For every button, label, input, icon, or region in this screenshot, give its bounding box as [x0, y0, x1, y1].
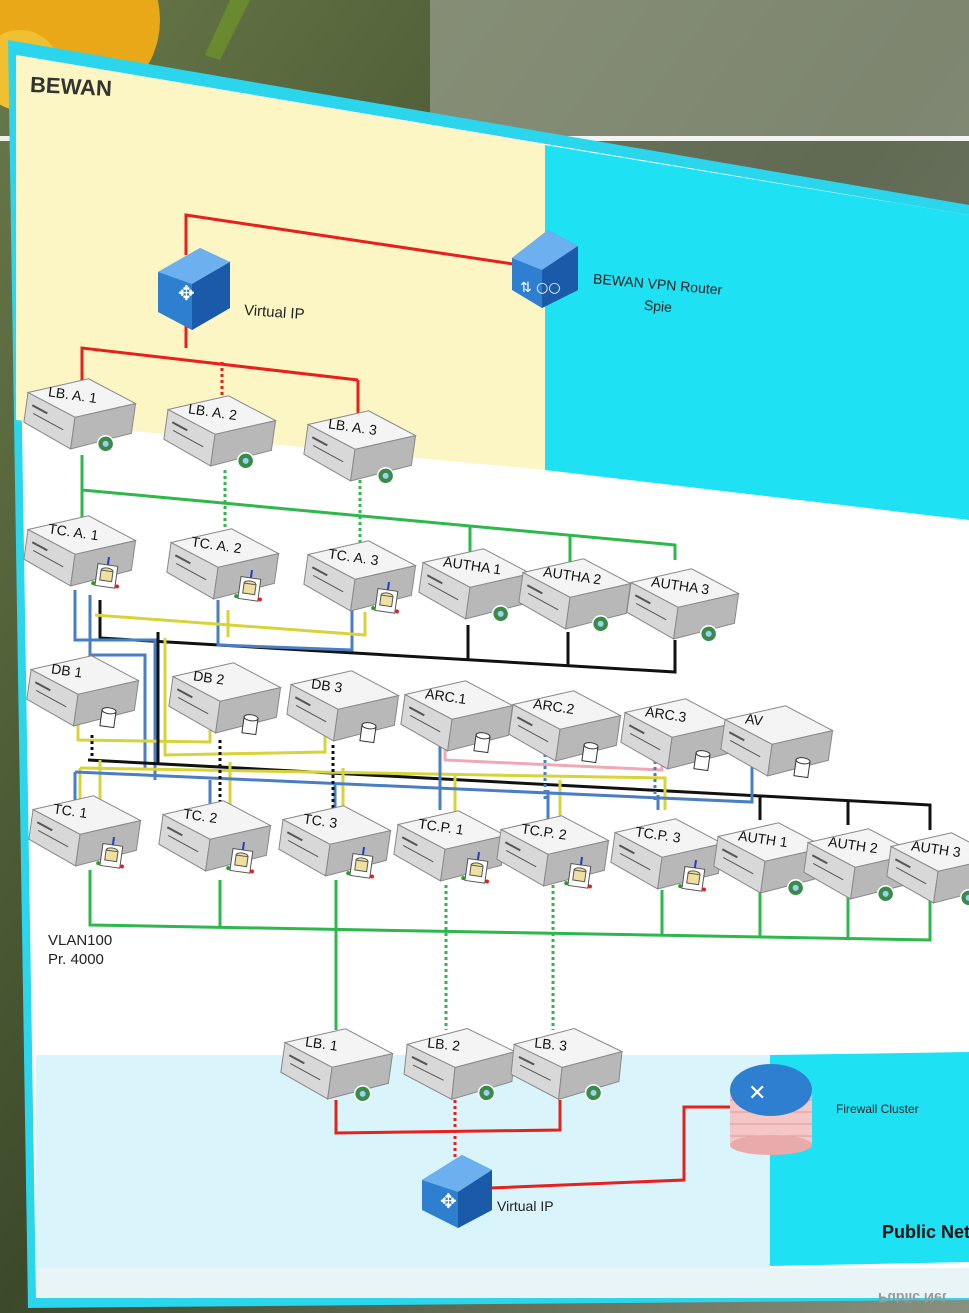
server-db3[interactable]: DB 3 [283, 663, 403, 758]
server-icon [403, 1028, 517, 1102]
server-autha1[interactable]: AUTHA 1 [415, 541, 535, 636]
server-lba3[interactable]: LB. A. 3 [300, 403, 420, 498]
virtual-ip-switch-bottom-icon: ✥ [422, 1155, 492, 1228]
server-tca3[interactable]: TC. A. 3 [300, 533, 420, 628]
server-lba1[interactable]: LB. A. 1 [20, 371, 140, 466]
server-icon [26, 655, 140, 729]
server-tcp1[interactable]: TC.P. 1 [390, 803, 510, 898]
public-net-label: Public Net [882, 1222, 969, 1242]
server-label: LB. 3 [533, 1034, 568, 1054]
server-icon [163, 395, 277, 470]
server-icon [23, 515, 137, 589]
server-icon [886, 832, 969, 907]
server-icon [303, 410, 417, 485]
server-icon [508, 690, 622, 764]
server-icon [168, 662, 282, 736]
firewall-cluster-icon: ✕ [730, 1064, 812, 1155]
server-icon [280, 1028, 394, 1103]
server-icon [720, 705, 834, 779]
diagram-title: BEWAN [29, 71, 113, 102]
server-arc1[interactable]: ARC.1 [397, 673, 517, 768]
server-icon [158, 800, 272, 874]
server-autha2[interactable]: AUTHA 2 [515, 551, 635, 646]
virtual-ip-switch-top-icon: ✥ [158, 248, 230, 330]
svg-text:✥: ✥ [440, 1189, 457, 1213]
server-autha3[interactable]: AUTHA 3 [623, 561, 743, 656]
server-label: AV [744, 710, 764, 729]
server-icon [496, 815, 610, 889]
vpn-router-label-line2: Spie [643, 296, 673, 316]
virtual-ip-bottom-label: Virtual IP [497, 1198, 554, 1214]
server-icon [286, 670, 400, 744]
server-lba2[interactable]: LB. A. 2 [160, 388, 280, 483]
server-lb1[interactable]: LB. 1 [277, 1021, 397, 1116]
server-icon [610, 818, 724, 892]
server-db2[interactable]: DB 2 [165, 655, 285, 750]
server-label: LB. 2 [426, 1034, 461, 1054]
vpn-router-icon: ⇅ ○○ [512, 230, 578, 308]
server-tc1[interactable]: TC. 1 [25, 788, 145, 883]
server-tcp2[interactable]: TC.P. 2 [493, 808, 613, 903]
server-arc3[interactable]: ARC.3 [617, 691, 737, 786]
reflection-strip [36, 1268, 969, 1298]
server-icon [278, 805, 392, 879]
public-net-reflection: Public Net [878, 1290, 947, 1306]
zone-cyan-top [545, 145, 969, 520]
server-av[interactable]: AV [717, 698, 837, 793]
server-icon [28, 795, 142, 869]
server-icon [400, 680, 514, 754]
server-icon [393, 810, 507, 884]
svg-text:✥: ✥ [178, 281, 195, 305]
zone-public-net [770, 1052, 969, 1266]
zone-bewan-yellow [16, 55, 545, 470]
server-tca2[interactable]: TC. A. 2 [163, 521, 283, 616]
vlan-label-line2: Pr. 4000 [48, 951, 104, 968]
server-tc3[interactable]: TC. 3 [275, 798, 395, 893]
vlan-label-line1: VLAN100 [48, 932, 113, 949]
zone-light-bottom [36, 1055, 770, 1285]
server-lb3[interactable]: LB. 3 [508, 1022, 626, 1113]
server-tc2[interactable]: TC. 2 [155, 793, 275, 888]
server-icon [510, 1028, 624, 1102]
server-lb2[interactable]: LB. 2 [401, 1022, 519, 1113]
server-auth3[interactable]: AUTH 3 [883, 825, 969, 920]
server-icon [23, 378, 137, 453]
server-icon [418, 548, 532, 623]
server-arc2[interactable]: ARC.2 [505, 683, 625, 778]
svg-text:⇅ ○○: ⇅ ○○ [520, 280, 561, 296]
server-icon [626, 568, 740, 643]
server-icon [518, 558, 632, 633]
server-icon [166, 528, 280, 602]
server-icon [303, 540, 417, 614]
firewall-cluster-label: Firewall Cluster [836, 1102, 919, 1116]
server-tca1[interactable]: TC. A. 1 [20, 508, 140, 603]
server-icon [620, 698, 734, 772]
server-tcp3[interactable]: TC.P. 3 [607, 811, 727, 906]
svg-text:✕: ✕ [748, 1081, 766, 1106]
server-db1[interactable]: DB 1 [23, 648, 143, 743]
